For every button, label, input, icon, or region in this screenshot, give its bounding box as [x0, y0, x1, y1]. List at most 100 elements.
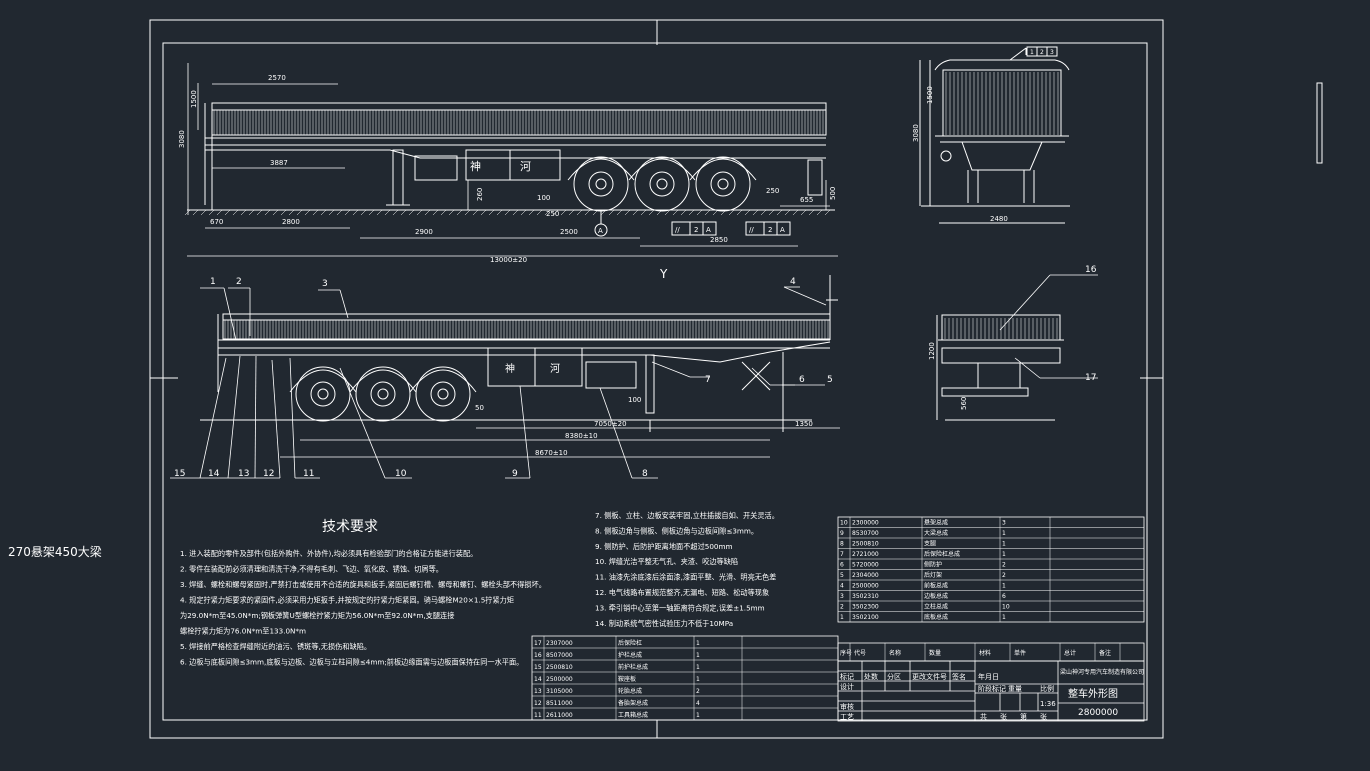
table-cell: 4: [840, 583, 844, 590]
table-cell: 1: [1002, 551, 1006, 558]
svg-text:更改文件号: 更改文件号: [912, 672, 947, 681]
svg-text:100: 100: [628, 396, 641, 404]
table-cell: 5: [840, 572, 844, 579]
requirements.left-line: 螺栓拧紧力矩为76.0N*m至133.0N*m: [180, 627, 306, 636]
requirements.left-line: 6. 边板与底板间隙≤3mm,底板与边板、边板与立柱间隙≤4mm;前板边缘面需与…: [180, 658, 523, 667]
svg-text:年月日: 年月日: [978, 672, 999, 681]
svg-text:13: 13: [238, 469, 249, 479]
table-cell: 边板总成: [924, 592, 948, 600]
svg-text:分区: 分区: [887, 672, 901, 681]
svg-text:2: 2: [694, 226, 698, 234]
table-header-cell: 材料: [979, 649, 991, 657]
requirements.left-line: 2. 零件在装配前必须清理和清洗干净,不得有毛刺、飞边、氧化皮、锈蚀、切屑等。: [180, 565, 443, 574]
top-dimension-lines: [187, 63, 838, 257]
table-cell: 6: [1002, 593, 1006, 600]
table-cell: 3: [840, 593, 844, 600]
svg-text:12: 12: [263, 469, 274, 479]
table-cell: 前板总成: [924, 582, 948, 590]
table-cell: 侧防护: [924, 561, 942, 569]
side-elevation-view: [184, 102, 835, 216]
table-header-cell: 数量: [929, 649, 941, 657]
table-cell: 13: [534, 688, 542, 695]
table-cell: 8530700: [852, 530, 879, 537]
table-cell: 10: [840, 520, 848, 527]
table-cell: 2611000: [546, 712, 573, 719]
table-cell: 7: [840, 551, 844, 558]
table-cell: 大梁总成: [924, 529, 948, 537]
table-cell: 前护栏总成: [618, 663, 648, 671]
svg-text:2500: 2500: [560, 228, 578, 236]
table-cell: 2: [1002, 562, 1006, 569]
lower-dimension-lines: [280, 427, 840, 458]
svg-text:处数: 处数: [864, 672, 878, 681]
svg-text:张: 张: [1000, 712, 1007, 721]
svg-text:8670±10: 8670±10: [535, 449, 568, 457]
svg-text:8380±10: 8380±10: [565, 432, 598, 440]
table-header-cell: 名称: [889, 649, 901, 657]
callout-leaders: [170, 274, 1098, 479]
table-cell: 后灯架: [924, 571, 942, 579]
svg-text:11: 11: [303, 469, 314, 479]
table-cell: 1: [1002, 530, 1006, 537]
table-cell: 3105000: [546, 688, 573, 695]
svg-text:9: 9: [512, 469, 518, 479]
requirements-left: 1. 进入装配的零件及部件(包括外购件、外协件),均必须具有检验部门的合格证方能…: [180, 549, 546, 667]
table-header-cell: 代号: [854, 649, 866, 657]
svg-text:16: 16: [1085, 265, 1097, 275]
svg-text:3887: 3887: [270, 159, 288, 167]
table-cell: 立柱总成: [924, 603, 948, 611]
svg-text:3080: 3080: [178, 130, 186, 148]
svg-text:2800: 2800: [282, 218, 300, 226]
table-cell: 8511000: [546, 700, 573, 707]
table-cell: 2500810: [546, 664, 573, 671]
requirements.right-line: 11. 油漆先涂底漆后涂面漆,漆面平整、光滑、明亮无色差: [595, 573, 776, 582]
svg-text:A: A: [598, 227, 603, 235]
logo-lettering-3: 神: [505, 362, 515, 375]
svg-text:整车外形图: 整车外形图: [1068, 687, 1118, 700]
table-header-cell: 备注: [1099, 649, 1111, 657]
table-cell: 支腿: [924, 540, 936, 548]
svg-text:重量: 重量: [1008, 685, 1022, 693]
table-cell: 2300000: [852, 520, 879, 527]
svg-text:1: 1: [1030, 49, 1034, 56]
callout-numbers: 1 2 3 4 5 6 7 8 9 10 11 12 13 14 15 16 1…: [174, 265, 1097, 479]
svg-text:5: 5: [827, 375, 833, 385]
table-header-cell: 总计: [1064, 649, 1076, 657]
table-cell: 轮胎总成: [618, 687, 642, 695]
svg-text:50: 50: [475, 404, 484, 412]
table-cell: 16: [534, 652, 542, 659]
title-block: [837, 660, 1145, 722]
requirements.left-line: 1. 进入装配的零件及部件(包括外购件、外协件),均必须具有检验部门的合格证方能…: [180, 549, 477, 558]
requirements.left-line: 5. 焊接前严格检查焊缝附近的油污、锈斑等,无损伤和缺陷。: [180, 642, 371, 651]
table-cell: 2304000: [852, 572, 879, 579]
table-cell: 3502310: [852, 593, 879, 600]
table-cell: 后保险杠: [618, 639, 642, 647]
table-cell: 1: [696, 664, 700, 671]
table-cell: 鞍座板: [618, 675, 636, 683]
svg-text:7: 7: [705, 375, 711, 385]
requirements.left-line: 4. 规定拧紧力矩要求的紧固件,必须采用力矩扳手,并按规定的拧紧力矩紧固。骑马螺…: [180, 596, 514, 605]
table-cell: 护栏总成: [618, 651, 642, 659]
requirements.right-line: 13. 牵引销中心至第一轴距离符合规定,误差±1.5mm: [595, 603, 765, 612]
table-cell: 11: [534, 712, 542, 719]
svg-text:15: 15: [174, 469, 185, 479]
svg-text:1:36: 1:36: [1040, 700, 1056, 708]
svg-text:2: 2: [1040, 49, 1044, 56]
svg-text:500: 500: [829, 187, 837, 200]
table-cell: 4: [696, 700, 700, 707]
table-cell: 1: [696, 712, 700, 719]
svg-text:560: 560: [960, 397, 968, 410]
table-header-cell: 序号: [840, 649, 852, 657]
svg-text://: //: [675, 226, 680, 234]
svg-text:3080: 3080: [912, 124, 920, 142]
svg-text:17: 17: [1085, 373, 1096, 383]
requirements.left-line: 为29.0N*m至45.0N*m;钢板弹簧U型螺栓拧紧力矩为56.0N*m至92…: [180, 611, 454, 620]
svg-text:3: 3: [1050, 49, 1054, 56]
svg-text:A: A: [780, 226, 785, 234]
top-dimension-texts: 2570 1500 3080 3887 670 2800 2900 2500 2…: [178, 74, 837, 264]
requirements.right-line: 14. 制动系统气密性试验压力不低于10MPa: [595, 619, 733, 628]
